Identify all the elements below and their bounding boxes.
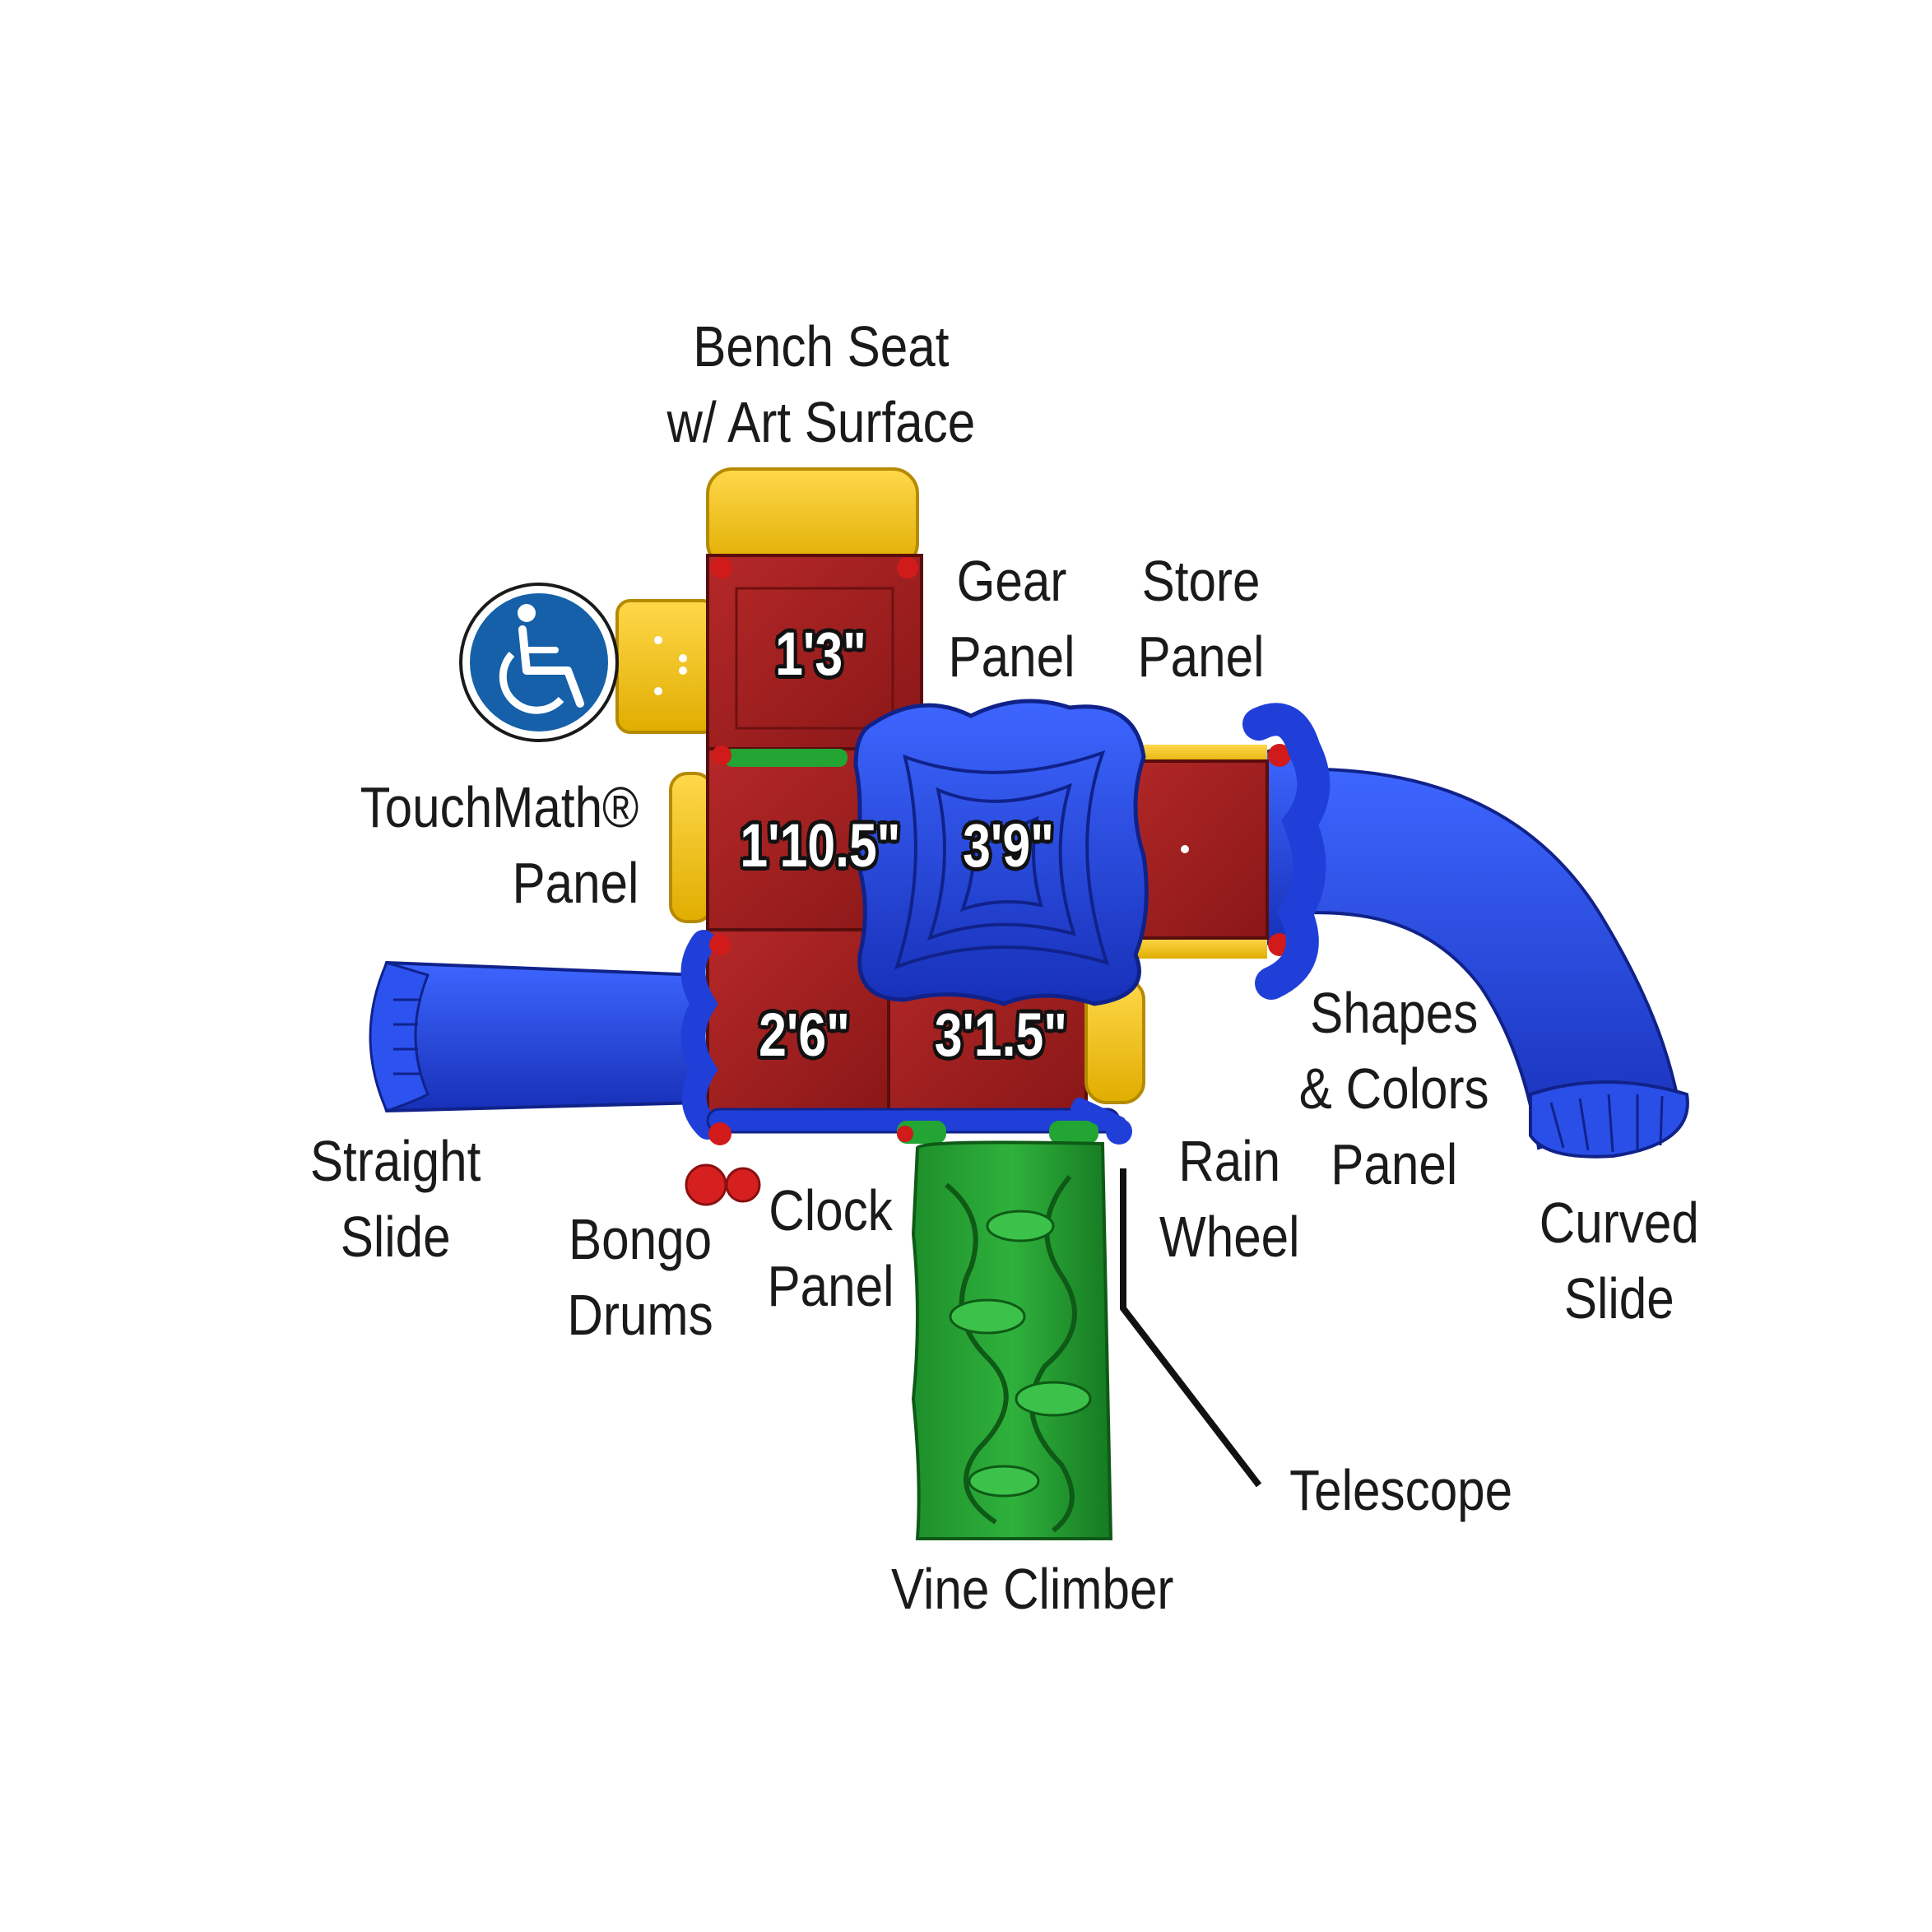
bongo-drums bbox=[685, 1163, 761, 1206]
height-top-deck: 1'3" bbox=[775, 620, 866, 688]
straight-slide bbox=[369, 960, 701, 1113]
label-telescope: Telescope bbox=[1289, 1458, 1513, 1522]
curved-slide bbox=[1249, 747, 1689, 1159]
height-mid-left-deck: 1'10.5" bbox=[740, 811, 901, 880]
bench-seat bbox=[706, 467, 919, 569]
telescope-leader-line bbox=[1120, 1168, 1262, 1488]
height-center-deck: 3'9" bbox=[963, 811, 1054, 880]
vine-climber bbox=[911, 1140, 1113, 1540]
wheelchair-icon bbox=[459, 583, 619, 742]
height-lower-right-deck: 3'1.5" bbox=[934, 1001, 1068, 1069]
label-touchmath-panel: TouchMath®Panel bbox=[360, 775, 639, 915]
label-vine-climber: Vine Climber bbox=[890, 1557, 1174, 1621]
height-lower-left-deck: 2'6" bbox=[759, 1001, 850, 1069]
